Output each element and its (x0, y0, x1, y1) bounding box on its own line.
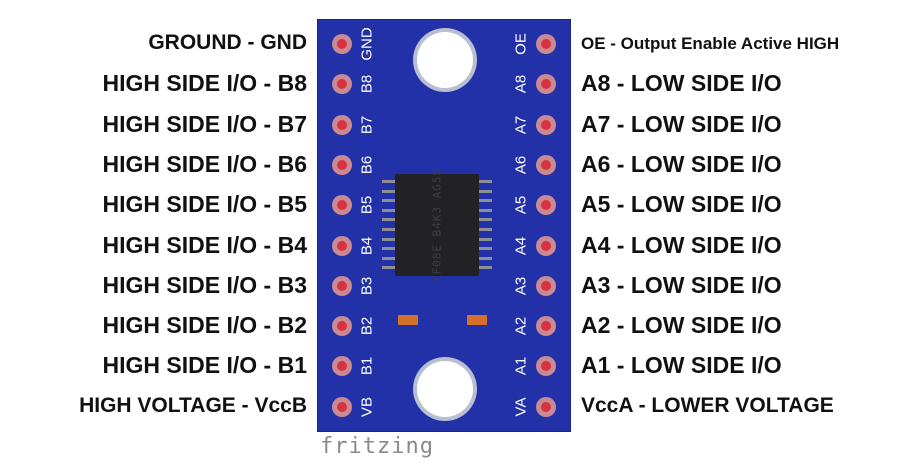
chip-lead-left-3 (382, 208, 395, 212)
left-label-3: HIGH SIDE I/O - B6 (102, 150, 307, 177)
smd-component-left (398, 315, 418, 325)
pin-label-b7: B7 (358, 115, 376, 134)
pin-a8 (536, 74, 556, 95)
right-label-7: A2 - LOW SIDE I/O (581, 312, 782, 339)
fritzing-credit: fritzing (320, 434, 434, 459)
chip-lead-right-2 (479, 199, 492, 203)
pin-a1 (536, 356, 556, 377)
chip-lead-right-5 (479, 228, 492, 231)
chip-lead-left-0 (382, 180, 395, 183)
pin-b1 (332, 356, 352, 377)
chip-lead-right-3 (479, 208, 492, 212)
chip-marking: YF08E B4K3 AG5S (430, 167, 444, 283)
pin-b5 (332, 195, 352, 216)
pin-label-b8: B8 (358, 75, 376, 94)
pin-label-b2: B2 (358, 316, 376, 336)
pin-label-a7: A7 (512, 115, 530, 134)
pin-label-b4: B4 (358, 236, 376, 255)
mount-hole-bottom (417, 361, 473, 417)
right-label-2: A7 - LOW SIDE I/O (581, 110, 782, 137)
chip-lead-right-8 (479, 256, 492, 260)
pin-a2 (536, 316, 556, 337)
pin-label-a5: A5 (512, 196, 530, 215)
pin-b4 (332, 235, 352, 256)
chip-lead-right-7 (479, 247, 492, 251)
pin-label-a2: A2 (512, 316, 530, 336)
pin-gnd (332, 34, 352, 54)
left-label-9: HIGH VOLTAGE - VccB (79, 393, 307, 417)
right-label-8: A1 - LOW SIDE I/O (581, 352, 782, 379)
left-label-5: HIGH SIDE I/O - B4 (102, 231, 307, 258)
right-label-5: A4 - LOW SIDE I/O (581, 231, 782, 258)
left-label-2: HIGH SIDE I/O - B7 (102, 110, 307, 137)
pin-label-vb: VB (358, 396, 376, 417)
pin-va (536, 396, 556, 417)
pin-a4 (536, 235, 556, 256)
pin-label-b6: B6 (358, 155, 376, 175)
pin-label-a1: A1 (512, 357, 530, 376)
chip-lead-left-5 (382, 228, 395, 231)
chip-lead-left-4 (382, 218, 395, 222)
pin-label-a8: A8 (512, 75, 530, 94)
pin-b7 (332, 114, 352, 135)
left-label-6: HIGH SIDE I/O - B3 (102, 271, 307, 298)
right-label-4: A5 - LOW SIDE I/O (581, 191, 782, 218)
right-label-1: A8 - LOW SIDE I/O (581, 70, 782, 97)
pin-b2 (332, 316, 352, 337)
pin-a6 (536, 154, 556, 175)
pin-label-va: VA (512, 397, 530, 417)
chip-lead-left-2 (382, 199, 395, 203)
chip-lead-right-6 (479, 237, 492, 241)
pin-label-a4: A4 (512, 236, 530, 255)
chip-lead-left-6 (382, 237, 395, 241)
pin-label-oe: OE (512, 33, 530, 55)
pin-label-b3: B3 (358, 276, 376, 295)
pin-vb (332, 396, 352, 417)
left-label-8: HIGH SIDE I/O - B1 (102, 352, 307, 379)
pin-b8 (332, 74, 352, 95)
chip-lead-right-0 (479, 180, 492, 183)
chip-lead-left-8 (382, 256, 395, 260)
chip-lead-right-9 (479, 266, 492, 270)
pin-oe (536, 34, 556, 54)
left-label-1: HIGH SIDE I/O - B8 (102, 70, 307, 97)
pin-label-a6: A6 (512, 155, 530, 175)
left-label-7: HIGH SIDE I/O - B2 (102, 312, 307, 339)
chip-lead-left-7 (382, 247, 395, 251)
pin-b6 (332, 154, 352, 175)
pin-label-b1: B1 (358, 357, 376, 376)
pin-a3 (536, 275, 556, 296)
mount-hole-top (417, 32, 473, 88)
smd-component-right (467, 315, 487, 325)
chip-lead-right-1 (479, 189, 492, 193)
pin-a5 (536, 195, 556, 216)
pin-label-b5: B5 (358, 196, 376, 215)
right-label-9: VccA - LOWER VOLTAGE (581, 393, 834, 417)
pin-a7 (536, 114, 556, 135)
pin-label-gnd: GND (358, 27, 376, 61)
chip-lead-right-4 (479, 218, 492, 222)
left-label-4: HIGH SIDE I/O - B5 (102, 191, 307, 218)
right-label-3: A6 - LOW SIDE I/O (581, 150, 782, 177)
pin-b3 (332, 275, 352, 296)
left-label-0: GROUND - GND (148, 31, 307, 54)
right-label-0: OE - Output Enable Active HIGH (581, 34, 840, 53)
right-label-6: A3 - LOW SIDE I/O (581, 271, 782, 298)
chip-lead-left-1 (382, 189, 395, 193)
chip-lead-left-9 (382, 266, 395, 270)
ic-chip: YF08E B4K3 AG5S (382, 168, 492, 282)
pin-label-a3: A3 (512, 276, 530, 295)
